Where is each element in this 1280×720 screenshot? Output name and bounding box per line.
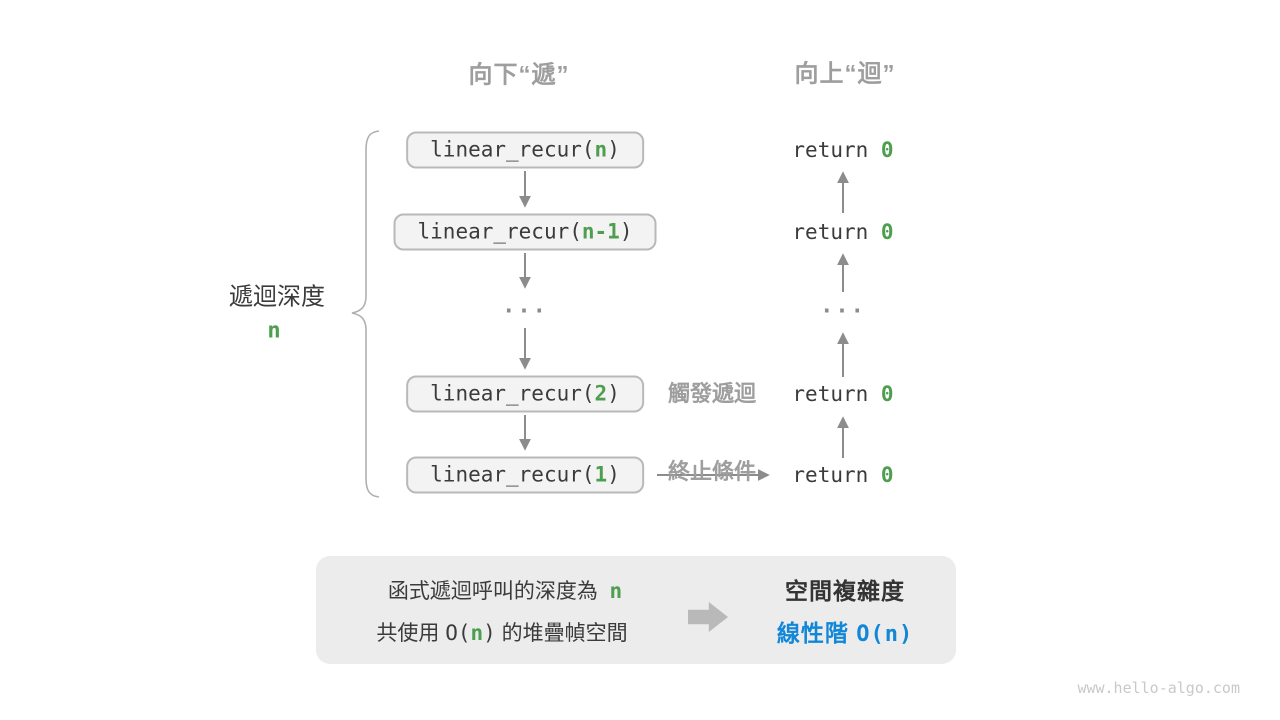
code-text: ): [607, 137, 620, 162]
return-value: 0: [880, 463, 894, 487]
complexity-value-text: 線性階: [776, 620, 857, 646]
return-keyword: return: [792, 138, 881, 162]
stack-ellipsis: ...: [502, 293, 548, 319]
code-text: linear_recur(: [430, 381, 595, 406]
summary-line1-text: 函式遞迴呼叫的深度為: [387, 580, 610, 603]
call-box-1: linear_recur(1): [406, 456, 644, 494]
code-text: linear_recur(: [430, 137, 595, 162]
complexity-value-bigo: O(n): [856, 622, 914, 647]
return-value: 0: [880, 138, 894, 162]
complexity-value: 線性階 O(n): [777, 614, 913, 648]
code-arg: 1: [594, 462, 608, 487]
code-text: ): [607, 462, 620, 487]
watermark: www.hello-algo.com: [1077, 679, 1240, 697]
call-box-n: linear_recur(n): [406, 131, 644, 169]
code-text: linear_recur(: [430, 462, 595, 487]
call-box-2: linear_recur(2): [406, 375, 644, 413]
big-o-close: ): [483, 621, 496, 645]
complexity-title: 空間複雜度: [785, 578, 905, 604]
code-text: ): [607, 381, 620, 406]
depth-brace-icon: [351, 130, 380, 498]
return-statement: return 0: [792, 138, 893, 162]
summary-line2-text2: 的堆疊幀空間: [495, 622, 628, 645]
trigger-label-line2: 終止條件: [667, 459, 757, 484]
return-keyword: return: [792, 463, 881, 487]
summary-line1: 函式遞迴呼叫的深度為 n: [388, 575, 622, 605]
return-ellipsis: ...: [820, 293, 866, 319]
code-arg: 2: [594, 381, 608, 406]
big-o-arg: n: [470, 621, 484, 645]
return-statement: return 0: [792, 463, 893, 487]
trigger-label: 觸發遞迴 終止條件: [668, 329, 756, 537]
call-box-n-1: linear_recur(n-1): [393, 213, 657, 251]
trigger-label-line1: 觸發遞迴: [667, 381, 757, 406]
return-keyword: return: [792, 220, 881, 244]
header-return-up: 向上“迴”: [794, 60, 896, 88]
header-recurse-down: 向下“遞”: [468, 61, 570, 89]
depth-value: n: [267, 318, 281, 344]
return-keyword: return: [792, 382, 881, 406]
code-text: linear_recur(: [417, 219, 582, 244]
summary-line2: 共使用 O(n) 的堆疊幀空間: [376, 617, 627, 647]
return-statement: return 0: [792, 220, 893, 244]
depth-label: 遞迴深度: [229, 283, 325, 311]
code-text: ): [619, 219, 633, 244]
summary-line2-text: 共使用: [376, 622, 446, 645]
return-value: 0: [880, 382, 894, 406]
code-arg: n-1: [581, 219, 620, 244]
return-statement: return 0: [792, 382, 893, 406]
summary-panel: [316, 556, 956, 664]
big-o-open: O(: [445, 621, 471, 645]
return-value: 0: [880, 220, 894, 244]
summary-line1-value: n: [609, 579, 623, 603]
code-arg: n: [594, 137, 608, 162]
